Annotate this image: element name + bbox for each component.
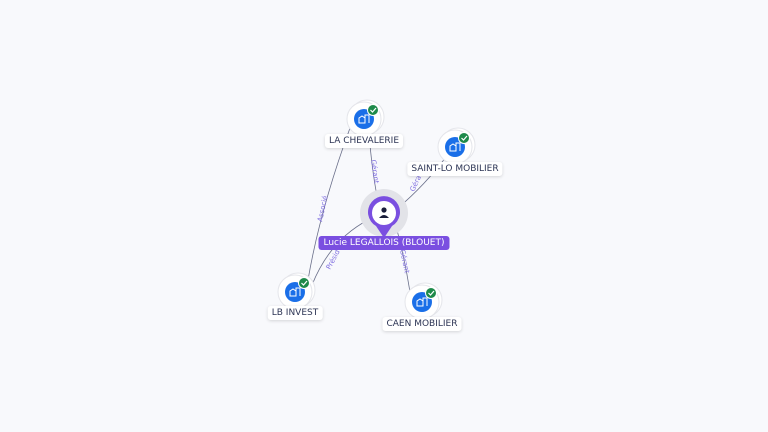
- edge-label: Présid: [325, 248, 342, 270]
- company-node[interactable]: [404, 282, 443, 320]
- company-node[interactable]: [277, 272, 316, 310]
- edge-label: Géra: [409, 174, 423, 193]
- building-icon: [289, 287, 301, 297]
- company-label[interactable]: LB INVEST: [267, 306, 323, 320]
- edge-label: Associé: [316, 195, 329, 223]
- person-label[interactable]: Lucie LEGALLOIS (BLOUET): [318, 236, 450, 250]
- building-icon: [449, 142, 461, 152]
- verified-check-icon: [298, 277, 310, 289]
- verified-check-icon: [425, 287, 437, 299]
- company-node[interactable]: [437, 127, 476, 165]
- building-icon: [416, 297, 428, 307]
- verified-check-icon: [367, 104, 379, 116]
- company-node[interactable]: [346, 99, 385, 137]
- person-icon: [379, 207, 389, 218]
- edge-label: Gérant: [369, 159, 380, 184]
- edge-label: Gérant: [398, 249, 411, 274]
- company-label[interactable]: CAEN MOBILIER: [382, 317, 462, 331]
- company-label[interactable]: SAINT-LO MOBILIER: [407, 162, 503, 176]
- person-node[interactable]: [360, 189, 408, 238]
- building-icon: [358, 114, 370, 124]
- verified-check-icon: [458, 132, 470, 144]
- company-label[interactable]: LA CHEVALERIE: [324, 134, 404, 148]
